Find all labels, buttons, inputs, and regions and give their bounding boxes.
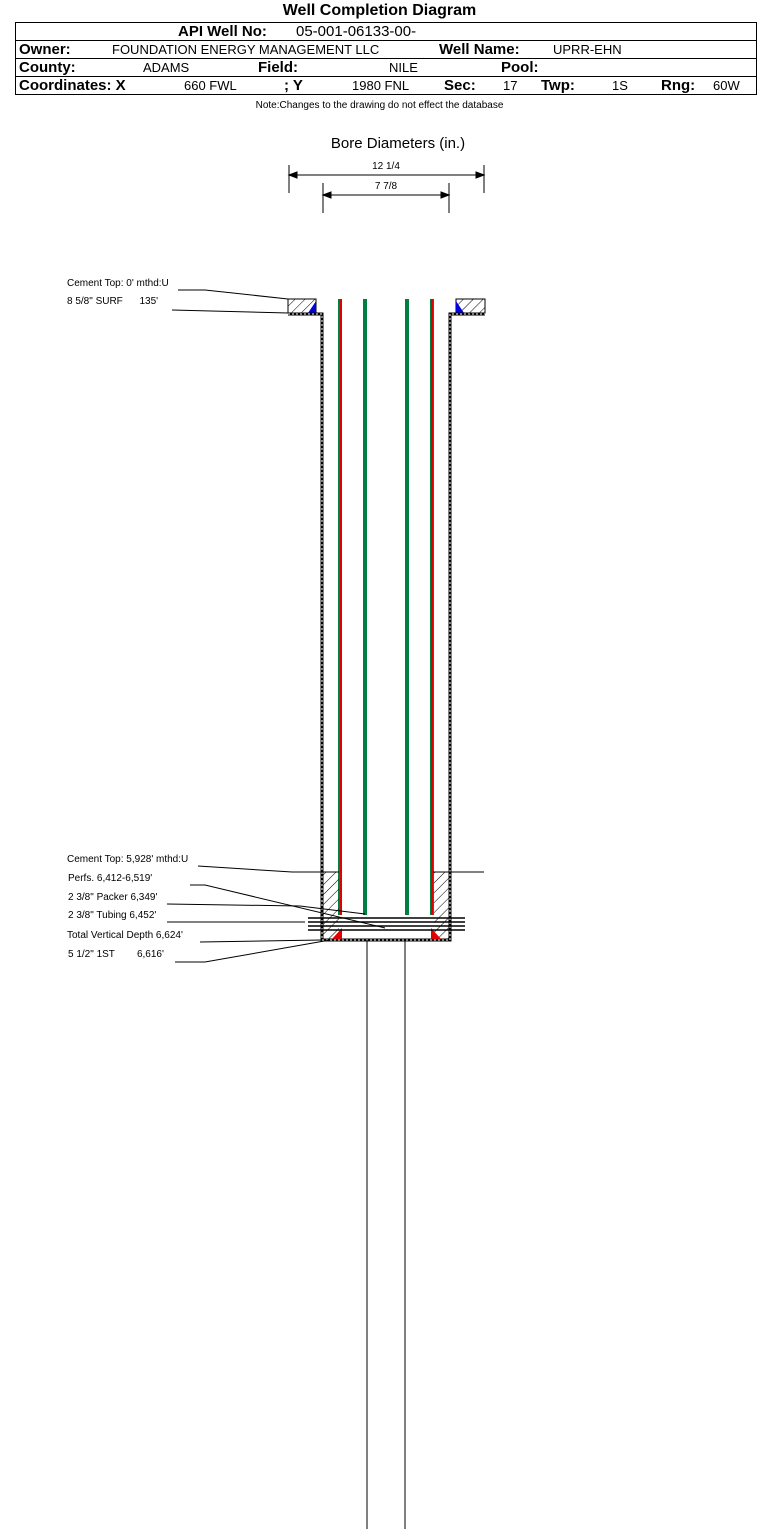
- leader-lines: [166, 289, 484, 963]
- county-label: County:: [19, 59, 76, 76]
- page-title: Well Completion Diagram: [282, 2, 477, 19]
- casing-wall: [288, 312, 485, 942]
- field-value: NILE: [389, 60, 418, 75]
- bore-outer-dimension: [287, 165, 486, 193]
- sec-label: Sec:: [444, 77, 476, 94]
- surface-shoe-right: [456, 301, 464, 313]
- owner-row: Owner: FOUNDATION ENERGY MANAGEMENT LLC …: [16, 40, 756, 58]
- label-perfs: Perfs. 6,412-6,519': [68, 873, 152, 884]
- county-row: County: ADAMS Field: NILE Pool:: [16, 58, 756, 76]
- bore-outer-label: 12 1/4: [372, 161, 400, 172]
- bore-inner-label: 7 7/8: [375, 181, 398, 192]
- bore-diameters-title: Bore Diameters (in.): [331, 135, 465, 152]
- api-label: API Well No:: [178, 23, 267, 40]
- prod-cement-right: [434, 872, 449, 939]
- twp-label: Twp:: [541, 77, 575, 94]
- label-tvd: Total Vertical Depth 6,624': [67, 930, 183, 941]
- packer-lines: [308, 917, 465, 931]
- surface-shoe-left: [308, 301, 316, 313]
- coord-y-value: 1980 FNL: [352, 78, 410, 93]
- well-name-label: Well Name:: [439, 41, 520, 58]
- coord-x-label: Coordinates: X: [19, 77, 126, 94]
- twp-value: 1S: [612, 78, 628, 93]
- coord-y-label: ; Y: [284, 77, 303, 94]
- label-tubing: 2 3/8" Tubing 6,452': [68, 910, 156, 921]
- coord-x-value: 660 FWL: [184, 78, 237, 93]
- label-packer: 2 3/8" Packer 6,349': [68, 892, 157, 903]
- well-header-table: API Well No: 05-001-06133-00- Owner: FOU…: [15, 22, 757, 95]
- api-value: 05-001-06133-00-: [296, 23, 417, 40]
- rng-label: Rng:: [661, 77, 696, 94]
- well-name-value: UPRR-EHN: [553, 42, 622, 57]
- label-surface-casing: 8 5/8" SURF 135': [67, 296, 158, 307]
- county-value: ADAMS: [143, 60, 190, 75]
- label-cement-top-prod: Cement Top: 5,928' mthd:U: [67, 854, 188, 865]
- owner-label: Owner:: [19, 41, 71, 58]
- sec-value: 17: [503, 78, 518, 93]
- api-row: API Well No: 05-001-06133-00-: [16, 23, 756, 41]
- prod-cement-left: [323, 872, 339, 939]
- label-cement-top-surface: Cement Top: 0' mthd:U: [67, 278, 169, 289]
- rng-value: 60W: [713, 78, 740, 93]
- bore-inner-dimension: [321, 183, 451, 213]
- coordinates-row: Coordinates: X 660 FWL ; Y 1980 FNL Sec:…: [16, 76, 756, 94]
- label-prod-casing: 5 1/2" 1ST 6,616': [68, 949, 164, 960]
- database-note: Note:Changes to the drawing do not effec…: [255, 100, 504, 111]
- pool-label: Pool:: [501, 59, 539, 76]
- owner-value: FOUNDATION ENERGY MANAGEMENT LLC: [112, 42, 380, 57]
- field-label: Field:: [258, 59, 298, 76]
